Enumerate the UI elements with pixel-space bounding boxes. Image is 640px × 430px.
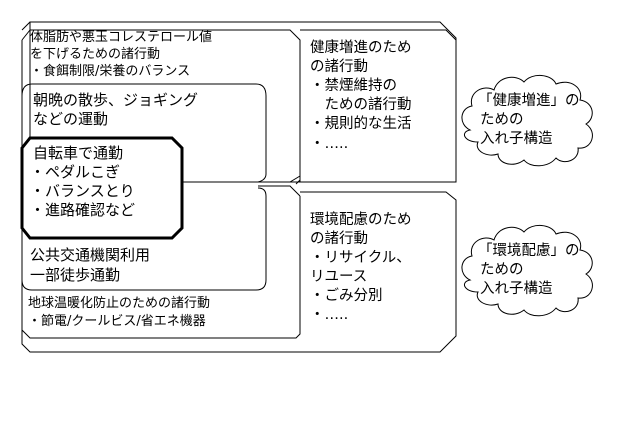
environment-right-line: ・….. (310, 307, 349, 323)
center-box (20, 136, 184, 240)
health-right-line: ・禁煙維持の (310, 78, 397, 94)
environment-cloud-line: 「環境配慮」の (478, 243, 580, 259)
exercise-line-1: 朝晩の散歩、ジョギング (33, 91, 199, 109)
transit-line-2: 一部徒歩通勤 (30, 266, 121, 284)
center-item: ・バランスとり (30, 182, 135, 200)
environment-right-line: の諸行動 (310, 231, 368, 247)
health-right-line: ための諸行動 (310, 97, 412, 113)
health-outer-title-1: 体脂肪や悪玉コレステロール値 (30, 30, 213, 45)
health-cloud-line: ための (480, 112, 524, 128)
health-cloud-line: 「健康増進」の (478, 93, 580, 109)
health-right-line: ・規則的な生活 (310, 116, 412, 132)
health-right-line: 健康増進のため (310, 40, 412, 56)
center-item: ・進路確認など (30, 201, 136, 219)
environment-outer-title: 地球温暖化防止のための諸行動 (28, 296, 211, 311)
exercise-line-2: などの運動 (33, 110, 109, 128)
health-outer-title-2: を下げるための諸行動 (30, 47, 161, 62)
environment-outer-bullet: ・節電/クールビス/省エネ機器 (28, 314, 206, 329)
health-cloud (461, 75, 593, 167)
health-cloud-line: 入れ子構造 (480, 131, 553, 147)
health-right-line: ・….. (310, 136, 349, 152)
environment-right-line: ・リサイクル、 (310, 250, 411, 266)
health-right-box (295, 40, 301, 185)
center-title: 自転車で通勤 (33, 144, 124, 162)
environment-right-line: ・ごみ分別 (310, 288, 383, 304)
environment-right-line: リユース (310, 269, 368, 285)
exercise-box (21, 83, 267, 183)
environment-outer-frame (21, 191, 457, 353)
environment-cloud (461, 225, 593, 317)
environment-cloud-line: 入れ子構造 (480, 281, 553, 297)
center-item: ・ペダルこぎ (30, 163, 121, 181)
health-right-line: の諸行動 (310, 59, 368, 75)
health-outer-bullet: ・食餌制限/栄養のバランス (30, 64, 191, 79)
transit-line-1: 公共交通機関利用 (30, 246, 151, 264)
environment-right-line: 環境配慮のため (310, 212, 412, 228)
environment-cloud-line: ための (480, 262, 524, 278)
